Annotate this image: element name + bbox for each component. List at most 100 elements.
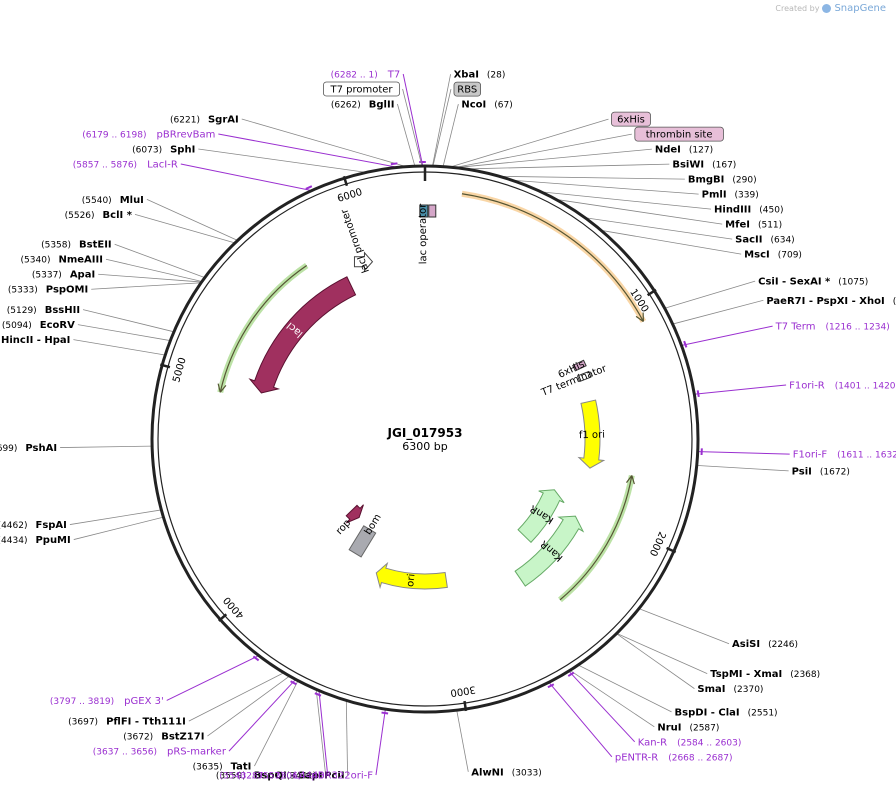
- primer-label[interactable]: (3637 .. 3656)pRS-marker: [93, 747, 227, 758]
- feature-f1-ori[interactable]: [577, 399, 606, 469]
- site-position: (3697): [68, 718, 98, 728]
- restriction-site-label[interactable]: (3672)BstZ17I: [123, 732, 204, 743]
- restriction-site-label[interactable]: BmgBI(290): [688, 175, 757, 186]
- restriction-site-label[interactable]: BspDI - ClaI(2551): [675, 707, 778, 718]
- primer-name: pRS-marker: [167, 747, 227, 758]
- primer-name: F1ori-F: [793, 450, 828, 461]
- primer-label[interactable]: (3287 .. 3306)pBR322ori-F: [237, 771, 373, 782]
- primer-label[interactable]: (3540 .. 3557)L4440: [219, 771, 324, 782]
- restriction-site-label[interactable]: PmlI(339): [702, 190, 759, 201]
- green-feature-arc-right[interactable]: [559, 475, 633, 601]
- connector-line: [578, 665, 672, 713]
- primer-mark: [390, 162, 398, 166]
- boxed-feature-label[interactable]: T7 promoter: [329, 85, 393, 96]
- connector-line: [254, 681, 298, 767]
- feature-ori[interactable]: [375, 561, 448, 590]
- site-position: (6262): [331, 101, 361, 111]
- restriction-site-label[interactable]: MscI(709): [744, 250, 802, 261]
- restriction-site-label[interactable]: AsiSI(2246): [732, 639, 798, 650]
- feature-kanr[interactable]: [514, 515, 585, 587]
- site-position: (127): [689, 146, 713, 156]
- feature-arrows: [217, 190, 647, 603]
- site-position: (4462): [0, 521, 27, 531]
- primer-label[interactable]: (3797 .. 3819)pGEX 3': [50, 696, 164, 707]
- site-name: BssHII: [45, 305, 80, 316]
- restriction-site-label[interactable]: (5333)PspOMI: [8, 285, 88, 296]
- restriction-site-label[interactable]: (5094)EcoRV: [2, 320, 75, 331]
- primer-label[interactable]: (5857 .. 5876)LacI-R: [73, 160, 178, 171]
- snapgene-logo-icon: [822, 4, 832, 13]
- connector-line: [602, 230, 742, 255]
- feature-rop[interactable]: [345, 504, 364, 524]
- restriction-site-label[interactable]: (5038)HincII - HpaI: [0, 335, 70, 346]
- feature-laci[interactable]: [248, 276, 357, 394]
- site-name: PciI: [324, 771, 344, 782]
- restriction-site-label[interactable]: XbaI(28): [454, 70, 506, 81]
- restriction-site-label[interactable]: (5340)NmeAIII: [21, 255, 103, 266]
- boxed-feature-label[interactable]: 6xHis: [617, 115, 645, 126]
- site-name: SgrAI: [208, 115, 239, 126]
- connector-line: [402, 73, 424, 166]
- restriction-site-label[interactable]: PsiI(1672): [792, 466, 850, 477]
- primer-mark: [683, 340, 688, 348]
- restriction-site-label[interactable]: NcoI(67): [461, 100, 512, 111]
- primer-label[interactable]: T7 Term(1216 .. 1234): [775, 322, 890, 333]
- restriction-site-label[interactable]: PaeR7I - PspXI - XhoI(1140): [766, 296, 896, 307]
- lac-operator-mark: [419, 204, 429, 218]
- restriction-site-label[interactable]: (5337)ApaI: [32, 270, 95, 281]
- restriction-site-label[interactable]: (3559)BspQI - SapI: [216, 771, 323, 782]
- feature-kanr[interactable]: [517, 489, 565, 544]
- feature-lacI-promoter[interactable]: [353, 251, 374, 273]
- restriction-site-label[interactable]: (5129)BssHII: [7, 305, 80, 316]
- connector-line: [457, 133, 632, 168]
- plasmid-length: 6300 bp: [402, 440, 447, 453]
- connector-line: [82, 309, 174, 332]
- restriction-site-label[interactable]: (5540)MluI: [82, 195, 144, 206]
- feature-bom[interactable]: [348, 525, 377, 558]
- primer-label[interactable]: (6179 .. 6198)pBRrevBam: [82, 130, 215, 141]
- restriction-site-label[interactable]: MfeI(511): [725, 220, 782, 231]
- restriction-site-label[interactable]: (6221)SgrAI: [170, 115, 239, 126]
- restriction-site-label[interactable]: (5358)BstEII: [41, 240, 112, 251]
- restriction-site-label[interactable]: SmaI(2370): [697, 684, 763, 695]
- primer-mark: [305, 185, 313, 190]
- restriction-site-label[interactable]: (3635)TatI: [193, 762, 252, 773]
- restriction-site-label[interactable]: CsiI - SexAI *(1075): [758, 277, 868, 288]
- restriction-site-label[interactable]: NruI(2587): [657, 722, 719, 733]
- restriction-site-label[interactable]: (3442)PciI: [286, 771, 344, 782]
- restriction-site-label[interactable]: TspMI - XmaI(2368): [710, 669, 820, 680]
- tick-mark: [666, 546, 677, 554]
- restriction-site-label[interactable]: (5526)BclI *: [65, 210, 133, 221]
- green-feature-arc-left[interactable]: [219, 264, 308, 393]
- boxed-feature-label[interactable]: RBS: [457, 85, 477, 96]
- connector-line: [456, 711, 469, 772]
- restriction-site-label[interactable]: BsiWI(167): [672, 160, 736, 171]
- primer-label[interactable]: F1ori-F(1611 .. 1632): [793, 450, 896, 461]
- restriction-site-label[interactable]: (6262)BglII: [331, 100, 395, 111]
- site-position: (4699): [0, 444, 17, 454]
- restriction-site-label[interactable]: NdeI(127): [655, 145, 713, 156]
- boxed-feature-label[interactable]: thrombin site: [646, 130, 713, 141]
- site-name: FspAI: [35, 520, 66, 531]
- restriction-site-label[interactable]: (4434)PpuMI: [0, 535, 71, 546]
- restriction-site-label[interactable]: (6073)SphI: [132, 145, 195, 156]
- primer-label[interactable]: Kan-R(2584 .. 2603): [638, 737, 742, 748]
- primer-label[interactable]: pENTR-R(2668 .. 2687): [615, 752, 733, 763]
- orange-feature-arc[interactable]: [461, 193, 644, 322]
- restriction-site-label[interactable]: HindIII(450): [714, 205, 783, 216]
- restriction-site-label[interactable]: (4462) FspAI: [0, 520, 67, 531]
- brand-created-by: Created by: [775, 4, 820, 13]
- connector-line: [166, 655, 259, 701]
- connector-line: [397, 103, 416, 166]
- restriction-site-label[interactable]: SacII(634): [735, 235, 795, 246]
- site-name: MfeI: [725, 220, 750, 231]
- primer-label[interactable]: F1ori-R(1401 .. 1420): [789, 380, 896, 391]
- connector-line: [207, 676, 289, 737]
- primer-name: T7 Term: [775, 322, 816, 333]
- restriction-site-label[interactable]: (4699)PshAI: [0, 443, 57, 454]
- connector-line: [188, 672, 284, 722]
- restriction-site-label[interactable]: AlwNI(3033): [471, 767, 541, 778]
- restriction-site-label[interactable]: (3697)PflFI - Tth111I: [68, 717, 186, 728]
- connector-line: [98, 273, 201, 283]
- primer-label[interactable]: (6282 .. 1)T7: [331, 70, 401, 81]
